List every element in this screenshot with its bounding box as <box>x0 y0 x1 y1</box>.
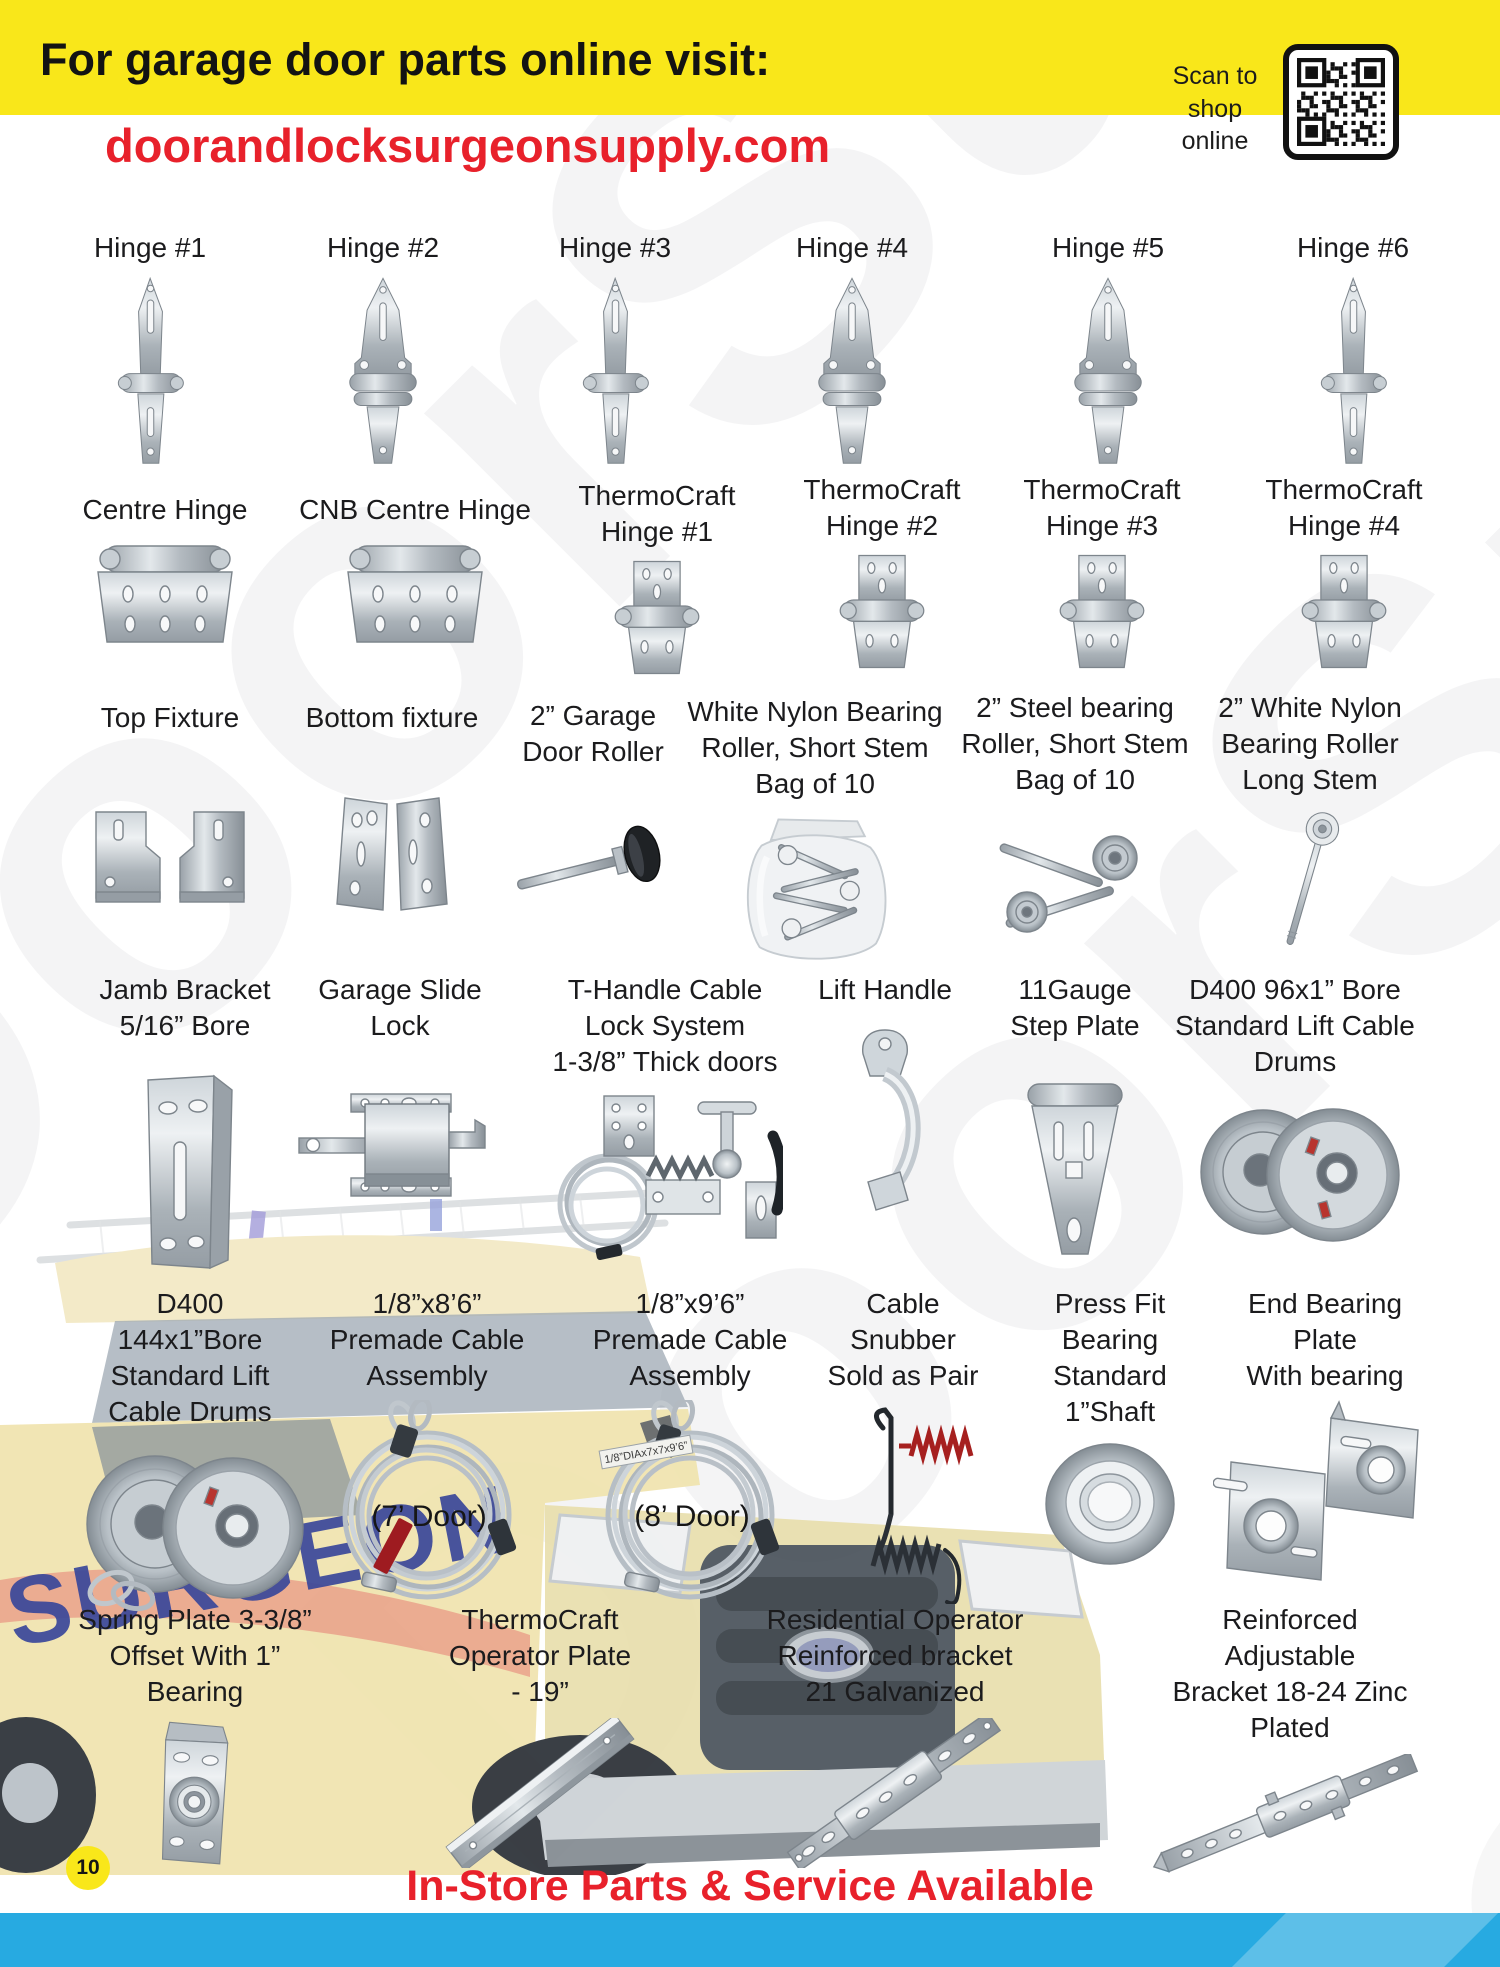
product-label: Hinge #2 <box>326 232 440 263</box>
hinge-narrow-image <box>1183 274 1500 469</box>
long-stem-roller-image <box>1140 806 1480 956</box>
steel-roller-image <box>905 806 1245 946</box>
operator-rail-image <box>370 1718 710 1868</box>
product-cell: Bottom fixture <box>222 700 562 918</box>
product-cell: Lift Handle <box>715 972 1055 1214</box>
lift-handle-image <box>715 1024 1055 1214</box>
product-cell: ThermoCraft Hinge #2 <box>712 472 1052 672</box>
product-cell: Hinge #3 <box>445 230 785 469</box>
hinge-narrow-image <box>0 274 320 469</box>
product-label: ThermoCraft Hinge #2 <box>803 474 961 541</box>
spring-plate-image <box>25 1716 365 1871</box>
thermo-hinge-image <box>1174 552 1500 672</box>
centre-hinge-image <box>0 538 335 648</box>
product-label: Press Fit Bearing Standard 1”Shaft <box>1053 1288 1167 1427</box>
product-cell: 2” White Nylon Bearing Roller Long Stem <box>1140 690 1480 956</box>
roller-bag-image <box>645 810 985 965</box>
product-label: Jamb Bracket 5/16” Bore <box>99 974 271 1041</box>
end-bearing-plate-image <box>1155 1400 1495 1590</box>
scan-to-shop-label: Scan to shop online <box>1172 62 1258 155</box>
product-label: End Bearing Plate With bearing <box>1246 1288 1404 1391</box>
product-label: 11Gauge Step Plate <box>1010 974 1140 1041</box>
product-label: Garage Slide Lock <box>318 974 482 1041</box>
product-label: ThermoCraft Hinge #1 <box>578 480 736 547</box>
banner-text: For garage door parts online visit: <box>40 34 771 85</box>
header-banner: For garage door parts online visit: <box>0 0 1500 115</box>
qr-code-icon <box>1283 44 1399 165</box>
product-label: Hinge #1 <box>93 232 207 263</box>
product-cell: Hinge #2 <box>213 230 553 469</box>
product-label: Cable Snubber Sold as Pair <box>827 1288 979 1391</box>
product-cell: Hinge #4 <box>682 230 1022 469</box>
product-label: ThermoCraft Operator Plate - 19” <box>448 1604 632 1707</box>
product-label: T-Handle Cable Lock System 1-3/8” Thick … <box>552 974 778 1077</box>
thermo-hinge-image <box>932 552 1272 672</box>
product-cell: Hinge #6 <box>1183 230 1500 469</box>
product-cell: Top Fixture <box>0 700 340 910</box>
bottom-color-bar <box>0 1913 1500 1967</box>
product-label: Bottom fixture <box>305 702 479 733</box>
product-cell: Centre Hinge <box>0 492 335 648</box>
product-cell: T-Handle Cable Lock System 1-3/8” Thick … <box>495 972 835 1263</box>
product-cell: Garage Slide Lock <box>230 972 570 1214</box>
product-cell: White Nylon Bearing Roller, Short Stem B… <box>645 694 985 965</box>
product-cell: ThermoCraft Operator Plate - 19” <box>370 1602 710 1868</box>
product-label: Top Fixture <box>100 702 240 733</box>
website-url: doorandlocksurgeonsupply.com <box>105 119 831 172</box>
centre-hinge-image <box>245 538 585 648</box>
product-label: 2” White Nylon Bearing Roller Long Stem <box>1218 692 1402 795</box>
hinge-wide-image <box>213 274 553 469</box>
product-cell: Residential Operator Reinforced bracket … <box>725 1602 1065 1868</box>
product-label: Hinge #3 <box>558 232 672 263</box>
product-label: ThermoCraft Hinge #4 <box>1265 474 1423 541</box>
product-cell: 2” Steel bearing Roller, Short Stem Bag … <box>905 690 1245 946</box>
product-cell: 2” Garage Door Roller <box>423 698 763 924</box>
product-label: CNB Centre Hinge <box>299 494 531 525</box>
product-label: Hinge #6 <box>1296 232 1410 263</box>
product-cell: D400 96x1” Bore Standard Lift Cable Drum… <box>1125 972 1465 1255</box>
hinge-wide-image <box>938 274 1278 469</box>
product-cell: Hinge #5 <box>938 230 1278 469</box>
thermo-hinge-image <box>712 552 1052 672</box>
product-label: Hinge #4 <box>795 232 909 263</box>
hinge-wide-image <box>682 274 1022 469</box>
product-label: Hinge #5 <box>1051 232 1165 263</box>
product-label: Residential Operator Reinforced bracket … <box>766 1604 1024 1707</box>
product-label: Centre Hinge <box>82 494 248 525</box>
bottom-fixture-image <box>222 788 562 918</box>
product-cell: ThermoCraft Hinge #4 <box>1174 472 1500 672</box>
product-cell: ThermoCraft Hinge #1 <box>487 478 827 678</box>
cable-drums-image <box>1125 1090 1465 1255</box>
adjustable-bracket-image <box>1120 1754 1460 1874</box>
door-roller-image <box>423 804 763 924</box>
footer-message: In-Store Parts & Service Available <box>406 1862 1094 1910</box>
product-cell: ThermoCraft Hinge #3 <box>932 472 1272 672</box>
operator-bracket-image <box>725 1718 1065 1868</box>
hinge-narrow-image <box>445 274 785 469</box>
product-cell: Hinge #1 <box>0 230 320 469</box>
step-plate-image <box>905 1074 1245 1269</box>
thermo-hinge-image <box>487 558 827 678</box>
product-label: 2” Steel bearing Roller, Short Stem Bag … <box>961 692 1189 795</box>
product-label: 2” Garage Door Roller <box>522 700 664 767</box>
product-cell: 11Gauge Step Plate <box>905 972 1245 1269</box>
product-label: Lift Handle <box>818 974 952 1005</box>
cable-door-size-overlay: (7’ Door) <box>371 1500 487 1533</box>
product-label: Reinforced Adjustable Bracket 18-24 Zinc… <box>1172 1604 1408 1743</box>
top-fixture-image <box>0 800 340 910</box>
product-cell: Reinforced Adjustable Bracket 18-24 Zinc… <box>1120 1602 1460 1874</box>
product-label: ThermoCraft Hinge #3 <box>1023 474 1181 541</box>
product-label: White Nylon Bearing Roller, Short Stem B… <box>687 696 943 799</box>
product-label: D400 96x1” Bore Standard Lift Cable Drum… <box>1175 974 1415 1077</box>
product-cell: CNB Centre Hinge <box>245 492 585 648</box>
product-cell: Spring Plate 3-3/8” Offset With 1” Beari… <box>25 1602 365 1871</box>
product-cell: End Bearing Plate With bearing <box>1155 1286 1495 1590</box>
product-label: Spring Plate 3-3/8” Offset With 1” Beari… <box>78 1604 312 1707</box>
